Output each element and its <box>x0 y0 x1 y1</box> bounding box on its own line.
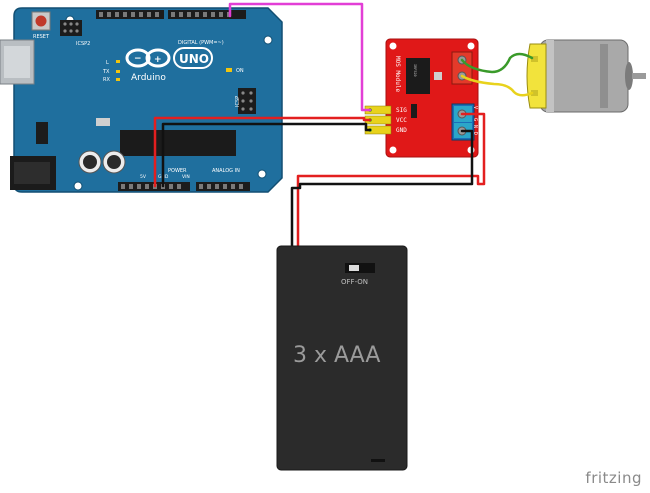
power-switch <box>345 263 375 273</box>
svg-text:+: + <box>154 55 162 65</box>
arduino-brand: Arduino <box>131 73 166 83</box>
mos-module: MOS Module IRF520 V G N D SIG VCC GND <box>364 38 479 158</box>
wires <box>153 2 534 252</box>
v5-label: 5V <box>140 174 147 180</box>
pin-v-label: V <box>472 106 478 109</box>
reset-label: RESET <box>33 34 50 40</box>
wire-motor-a <box>460 52 534 74</box>
l-led-label: L <box>106 60 109 66</box>
arduino-uno-board: RESET ICSP2 DIGITAL (PWM=~) − + Arduino … <box>0 7 283 193</box>
icsp-header <box>238 88 256 114</box>
mosfet-chip <box>406 58 430 94</box>
uno-badge <box>173 47 213 69</box>
on-led <box>226 68 232 72</box>
tx-label: TX <box>102 69 110 75</box>
svg-text:−: − <box>134 54 142 64</box>
atmega-chip <box>120 130 236 156</box>
power-label: POWER <box>168 168 187 174</box>
motor-endcap <box>526 43 547 109</box>
pin-vcc-label: VCC <box>396 117 407 124</box>
pin-g-label: G <box>472 118 478 121</box>
power-terminal <box>451 103 475 141</box>
wire-motor-b <box>460 74 534 97</box>
pin-n-label: N <box>472 125 478 128</box>
motor-shaft <box>632 73 646 79</box>
uno-label: UNO <box>179 52 209 66</box>
battery-label: 3 x AAA <box>293 343 380 368</box>
pin-sig-label: SIG <box>396 107 407 114</box>
wire-5v <box>153 116 372 188</box>
on-label: ON <box>236 68 244 74</box>
analog-label: ANALOG IN <box>212 168 240 174</box>
dc-motor <box>526 39 646 113</box>
analog-header <box>196 182 250 191</box>
reset-button <box>35 15 47 27</box>
wire-battery-negative <box>290 129 474 252</box>
icsp-label: ICSP <box>235 96 241 107</box>
vin-label: VIN <box>182 174 190 180</box>
l-led <box>116 60 120 63</box>
icsp2-label: ICSP2 <box>76 41 90 47</box>
digital-label: DIGITAL (PWM=~) <box>178 40 224 46</box>
fritzing-watermark: fritzing <box>585 469 642 487</box>
rx-label: RX <box>103 77 110 83</box>
digital-header <box>96 10 246 19</box>
battery-switch-label: OFF-ON <box>341 278 368 286</box>
icsp2-header <box>60 20 82 36</box>
battery-pack: OFF-ON 3 x AAA <box>276 245 408 471</box>
mosfet-chip-label: IRF520 <box>413 64 417 77</box>
pin-gnd-label: GND <box>396 127 407 134</box>
pin-d-label: D <box>472 132 478 135</box>
arduino-logo: − + <box>125 48 171 68</box>
wire-battery-positive <box>296 112 486 252</box>
mos-module-title: MOS Module <box>394 56 401 93</box>
wire-gnd <box>161 122 372 188</box>
wire-signal <box>228 2 372 112</box>
